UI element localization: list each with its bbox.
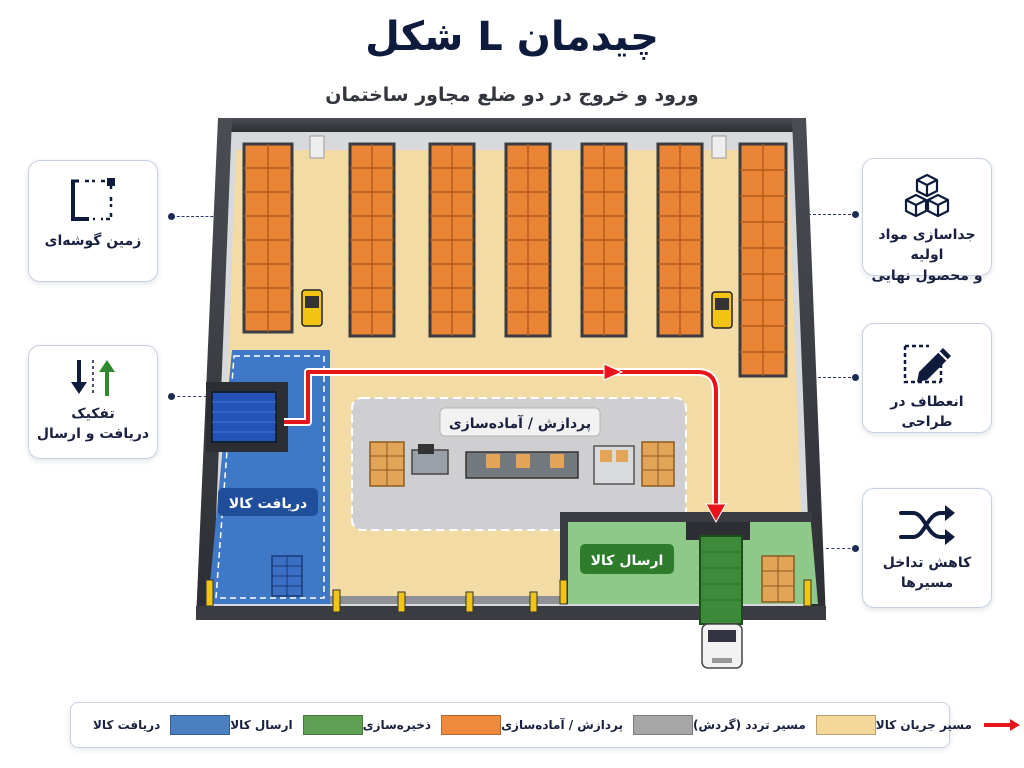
legend-item-shipping: ارسال کالا [230,715,363,735]
storage-rack [242,142,294,334]
legend-label: ذخیره‌سازی [362,718,432,732]
connector-dot-right-3 [852,545,859,552]
legend-item-processing: پردازش / آماده‌سازی [501,715,694,735]
zone-label-shipping: ارسال کالا [580,544,674,574]
processing-equipment [369,441,675,487]
feature-label-reduce-conflict: کاهش تداخل مسیرها [882,555,972,592]
connector-left-1 [172,216,218,217]
legend-swatch [441,715,502,735]
safety-bollards [205,579,812,613]
forklift [301,289,323,327]
storage-rack [656,142,704,338]
zone-label-processing: پردازش / آماده‌سازی [439,407,601,437]
connector-dot-left-1 [168,213,175,220]
feature-label-corner-land: زمین گوشه‌ای [44,233,142,249]
connector-dot-right-1 [852,211,859,218]
legend-swatch [633,715,694,735]
legend-label: دریافت کالا [93,718,161,732]
connector-left-2 [172,396,212,397]
connector-dot-right-2 [852,374,859,381]
legend-item-storage: ذخیره‌سازی [362,715,502,735]
connector-right-1 [808,214,856,215]
legend-swatch [302,715,363,735]
legend-label: ارسال کالا [230,718,293,732]
legend-label: پردازش / آماده‌سازی [501,718,624,732]
zone-label-receiving-text: دریافت کالا [229,496,307,512]
legend-label: مسیر جریان کالا [875,718,972,732]
legend-label: مسیر تردد (گردش) [693,718,806,732]
flow-arrow-icon [983,719,1020,731]
feature-card-design-flexibility: انعطاف در طراحی [862,323,992,433]
zone-label-processing-text: پردازش / آماده‌سازی [449,414,591,432]
legend: دریافت کالا ارسال کالا ذخیره‌سازی پردازش… [70,702,1020,748]
storage-racks [242,142,788,378]
building-shell [196,118,826,620]
connector-right-2 [808,377,856,378]
legend-item-receiving: دریافت کالا [93,715,231,735]
forklift [711,291,733,329]
connector-right-3 [826,548,856,549]
zone-label-shipping-text: ارسال کالا [591,553,664,569]
cubes-icon [904,173,950,218]
storage-rack [428,142,476,338]
flow-arrow [284,363,727,524]
feature-card-reduce-conflict: کاهش تداخل مسیرها [862,488,992,608]
feature-label-material-separation: جداسازی مواد اولیه و محصول نهایی [871,227,983,284]
page-title: چیدمان L شکل [365,14,659,60]
zone-label-receiving: دریافت کالا [218,488,318,516]
storage-rack [348,142,396,338]
up-down-arrows-icon [71,360,115,396]
legend-item-flow: مسیر جریان کالا [876,718,1022,732]
legend-swatch [815,715,876,735]
storage-rack [580,142,628,338]
receiving-zone [208,350,330,604]
shipping-truck [686,522,750,669]
legend-swatch [170,715,231,735]
aisle-area [220,150,804,596]
connector-dot-left-2 [168,393,175,400]
receiving-pallets [271,555,303,597]
receiving-truck [206,382,288,452]
processing-zone [351,397,687,531]
corner-bracket-icon [71,178,115,221]
ceiling-light [309,135,325,159]
feature-card-corner-land: زمین گوشه‌ای [28,160,158,282]
shuffle-icon [899,505,955,545]
ceiling-light [711,135,727,159]
shipping-pallets [761,555,795,603]
page-subtitle: ورود و خروج در دو ضلع مجاور ساختمان [325,84,699,106]
feature-label-separation: تفکیک دریافت و ارسال [36,406,150,443]
feature-card-material-separation: جداسازی مواد اولیه و محصول نهایی [862,158,992,284]
feature-card-separation: تفکیک دریافت و ارسال [28,345,158,459]
shipping-zone [560,512,818,604]
pencil-edit-icon [903,344,951,384]
legend-item-aisle: مسیر تردد (گردش) [693,715,876,735]
feature-label-design-flexibility: انعطاف در طراحی [890,394,964,431]
storage-rack [504,142,552,338]
storage-rack [738,142,788,378]
